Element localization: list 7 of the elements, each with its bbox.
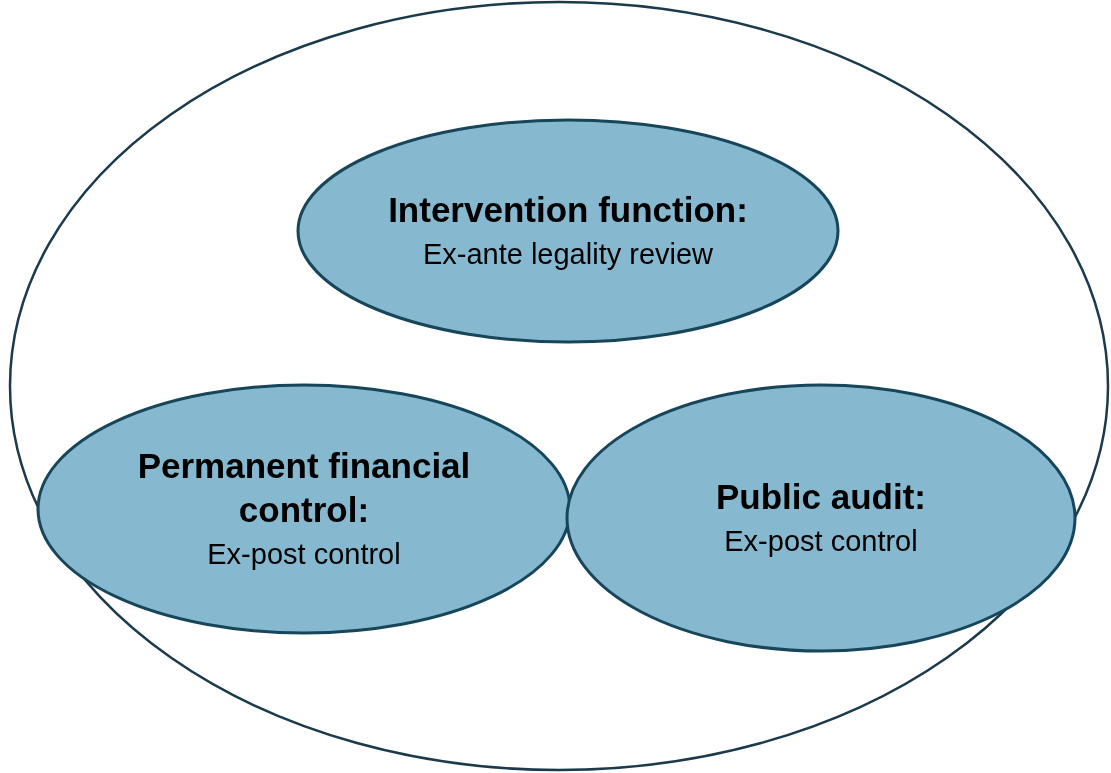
- node-text: Ex-ante legality review: [422, 237, 714, 273]
- node-text: Ex-post control: [207, 536, 401, 572]
- node-heading: Intervention function:: [388, 189, 748, 232]
- ellipse-node: [298, 120, 838, 342]
- node-text: Ex-post control: [724, 524, 918, 560]
- node-heading: Permanent financial control:: [136, 445, 472, 532]
- node-heading: Public audit:: [716, 476, 926, 519]
